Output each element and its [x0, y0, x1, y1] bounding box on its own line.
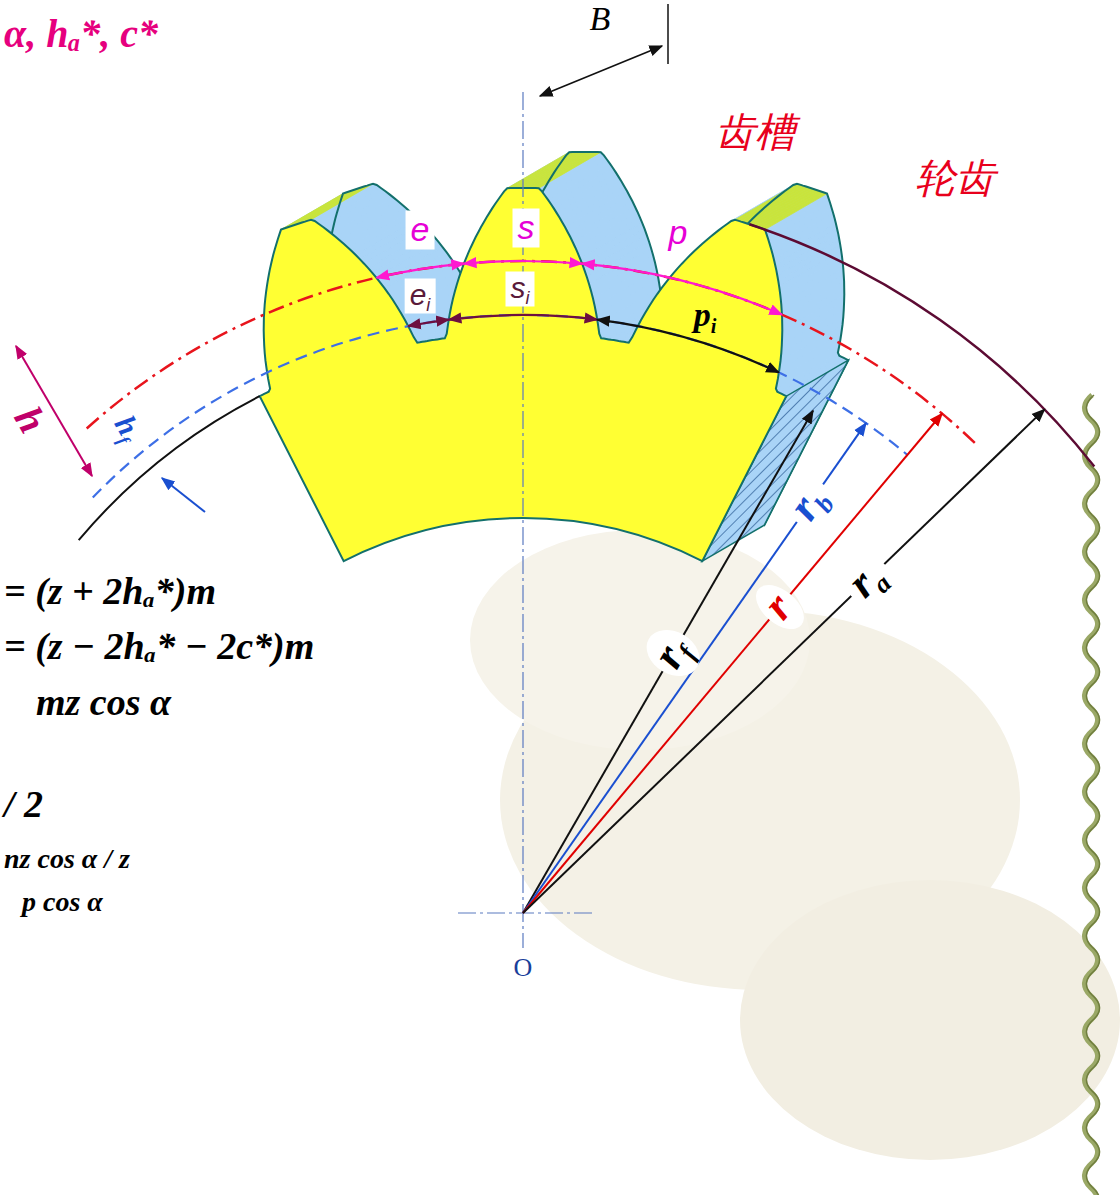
- formula: = (z + 2hₐ*)m: [4, 572, 216, 610]
- formula: / 2: [4, 785, 43, 823]
- background-blob: [470, 530, 810, 750]
- subscript: i: [526, 288, 530, 308]
- label-text: r: [753, 584, 802, 629]
- dashed-circle: [93, 315, 908, 498]
- label-text: mz cos α: [36, 681, 171, 723]
- gear-tip-surface: [756, 191, 821, 228]
- label-text: e: [410, 278, 427, 311]
- vine-decoration: [1086, 395, 1099, 1195]
- label-text: α, hₐ*, c*: [4, 11, 158, 56]
- gear-tip-surface: [762, 193, 827, 230]
- radius-line: [523, 409, 1045, 913]
- dimension-label: e: [406, 211, 435, 250]
- dimension-arc: [464, 261, 582, 264]
- formula: nz cos α / z: [4, 845, 130, 873]
- label-text: p: [669, 213, 688, 251]
- dimension-label: s: [513, 209, 540, 248]
- root-circle: [79, 396, 260, 540]
- label-text: s: [511, 271, 526, 304]
- label-text: e: [411, 210, 430, 248]
- formula: = (z − 2hₐ* − 2c*)m: [4, 627, 314, 665]
- dimension-arc: [377, 264, 464, 278]
- dimension-label: B: [590, 2, 611, 36]
- label-text: B: [590, 0, 611, 37]
- dimension-line: [162, 478, 205, 512]
- label-text: / 2: [4, 783, 43, 825]
- label-text: = (z − 2hₐ* − 2c*)m: [4, 625, 314, 667]
- label-text: s: [518, 208, 535, 246]
- dimension-arc: [582, 264, 782, 315]
- dimension-line: [540, 46, 662, 96]
- label-text: O: [514, 953, 533, 982]
- center-label: O: [514, 955, 533, 981]
- dimension-label: ei: [405, 279, 436, 314]
- dimension-arc: [597, 320, 779, 373]
- radius-label: rf: [638, 621, 707, 685]
- parameter-list: α, hₐ*, c*: [4, 14, 158, 54]
- dimension-label: si: [506, 272, 535, 307]
- subscript: i: [711, 315, 717, 337]
- dimension-label: hf: [109, 411, 146, 446]
- part-name: 轮齿: [915, 158, 995, 198]
- radius-label: r: [748, 576, 812, 637]
- dimension-label: pi: [694, 298, 717, 332]
- label-text: h: [5, 399, 55, 441]
- background-blob: [740, 880, 1120, 1160]
- label-text: p cos α: [22, 886, 103, 917]
- radius-line: [523, 423, 866, 913]
- radius-line: [523, 411, 813, 913]
- label-text: = (z + 2hₐ*)m: [4, 570, 216, 612]
- radius-label: rb: [774, 468, 846, 538]
- radius-line: [523, 414, 942, 914]
- gear-tip-surface: [759, 192, 824, 229]
- gear-tip-surface: [536, 152, 601, 188]
- label-text: 轮齿: [915, 156, 995, 200]
- formula: mz cos α: [36, 683, 171, 721]
- dimension-arc: [449, 315, 597, 320]
- subscript: i: [426, 295, 430, 315]
- part-name: 齿槽: [715, 112, 795, 152]
- radius-label: ra: [832, 544, 904, 616]
- label-text: nz cos α / z: [4, 843, 130, 874]
- label-text: 齿槽: [715, 110, 795, 154]
- dimension-label: p: [669, 215, 688, 249]
- formula: p cos α: [22, 888, 103, 916]
- dimension-arc: [408, 320, 449, 327]
- center-line: [458, 912, 592, 913]
- extension-line: [667, 4, 669, 64]
- label-text: p: [694, 296, 711, 333]
- pitch-circle: [87, 261, 976, 444]
- dimension-label: h: [7, 400, 53, 439]
